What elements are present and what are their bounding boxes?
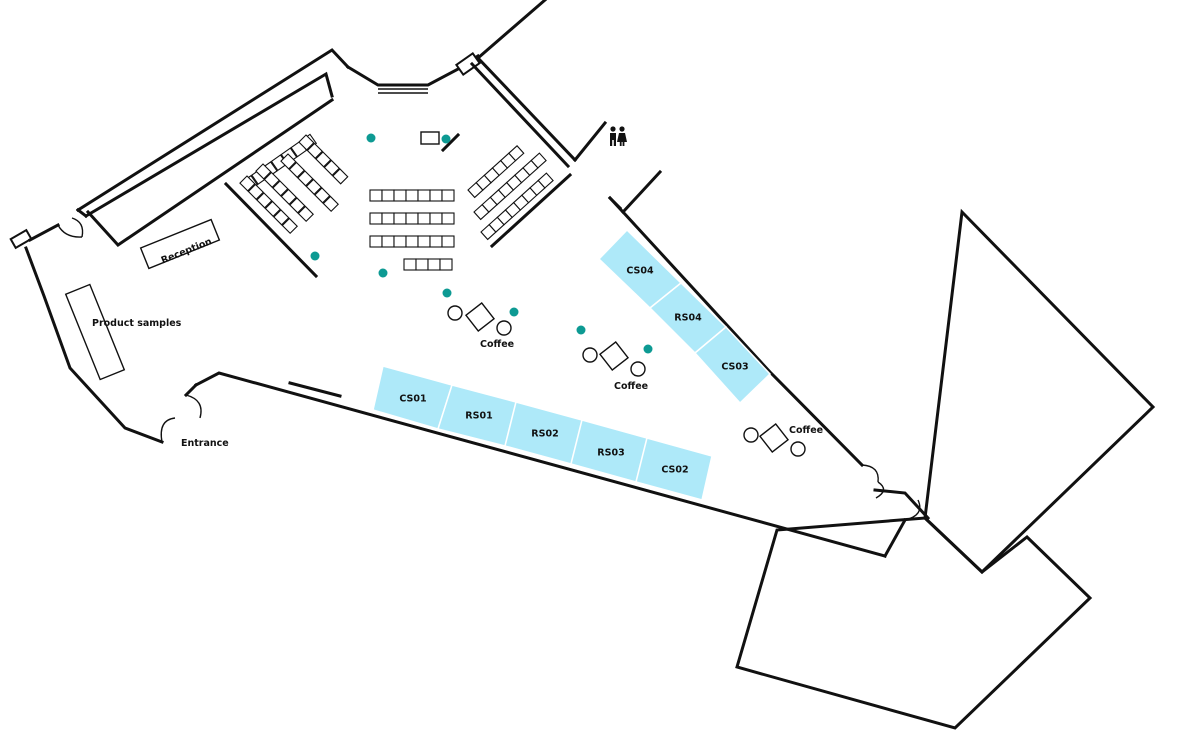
marker-dot xyxy=(378,268,388,278)
coffee-station-3: Coffee xyxy=(743,422,823,457)
seating-right xyxy=(467,145,573,249)
entrance-label: Entrance xyxy=(181,438,229,449)
restroom-icon xyxy=(610,126,627,146)
booth-label-cs02: CS02 xyxy=(661,465,688,476)
reception-desk xyxy=(139,218,221,270)
product-samples-label: Product samples xyxy=(92,318,182,329)
outer-walls xyxy=(9,0,931,559)
adjacent-building-southeast xyxy=(735,516,1093,730)
seating-left-rows xyxy=(239,134,349,235)
doors xyxy=(57,217,921,521)
adjacent-building-east xyxy=(923,208,1156,575)
seating-center xyxy=(369,189,455,271)
reception-label: Reception xyxy=(160,236,214,266)
teal-markers xyxy=(310,133,653,354)
marker-dot xyxy=(442,288,452,298)
booth-cs02[interactable] xyxy=(635,437,713,501)
booths-bottom-row: CS01 RS01 RS02 RS03 CS02 xyxy=(372,365,713,501)
marker-dot xyxy=(643,344,653,354)
booth-label-rs01: RS01 xyxy=(465,411,492,422)
booth-label-cs01: CS01 xyxy=(399,394,426,405)
lectern-desk xyxy=(420,131,440,145)
booth-label-rs04: RS04 xyxy=(674,313,702,324)
product-samples-table xyxy=(64,283,126,381)
booth-label-cs03: CS03 xyxy=(721,362,748,373)
marker-dot xyxy=(366,133,376,143)
marker-dot xyxy=(310,251,320,261)
booth-label-rs03: RS03 xyxy=(597,448,624,459)
booth-label-cs04: CS04 xyxy=(626,266,654,277)
coffee-label-3: Coffee xyxy=(789,425,823,436)
coffee-label-2: Coffee xyxy=(614,381,648,392)
coffee-label-1: Coffee xyxy=(480,339,514,350)
marker-dot xyxy=(576,325,586,335)
booth-cs03[interactable] xyxy=(693,325,772,405)
booths-right-column: CS04 RS04 CS03 xyxy=(597,228,772,405)
marker-dot xyxy=(509,307,519,317)
coffee-station-2: Coffee xyxy=(582,340,648,392)
marker-dot xyxy=(441,134,451,144)
booth-label-rs02: RS02 xyxy=(531,429,558,440)
coffee-station-1: Coffee xyxy=(447,301,514,350)
